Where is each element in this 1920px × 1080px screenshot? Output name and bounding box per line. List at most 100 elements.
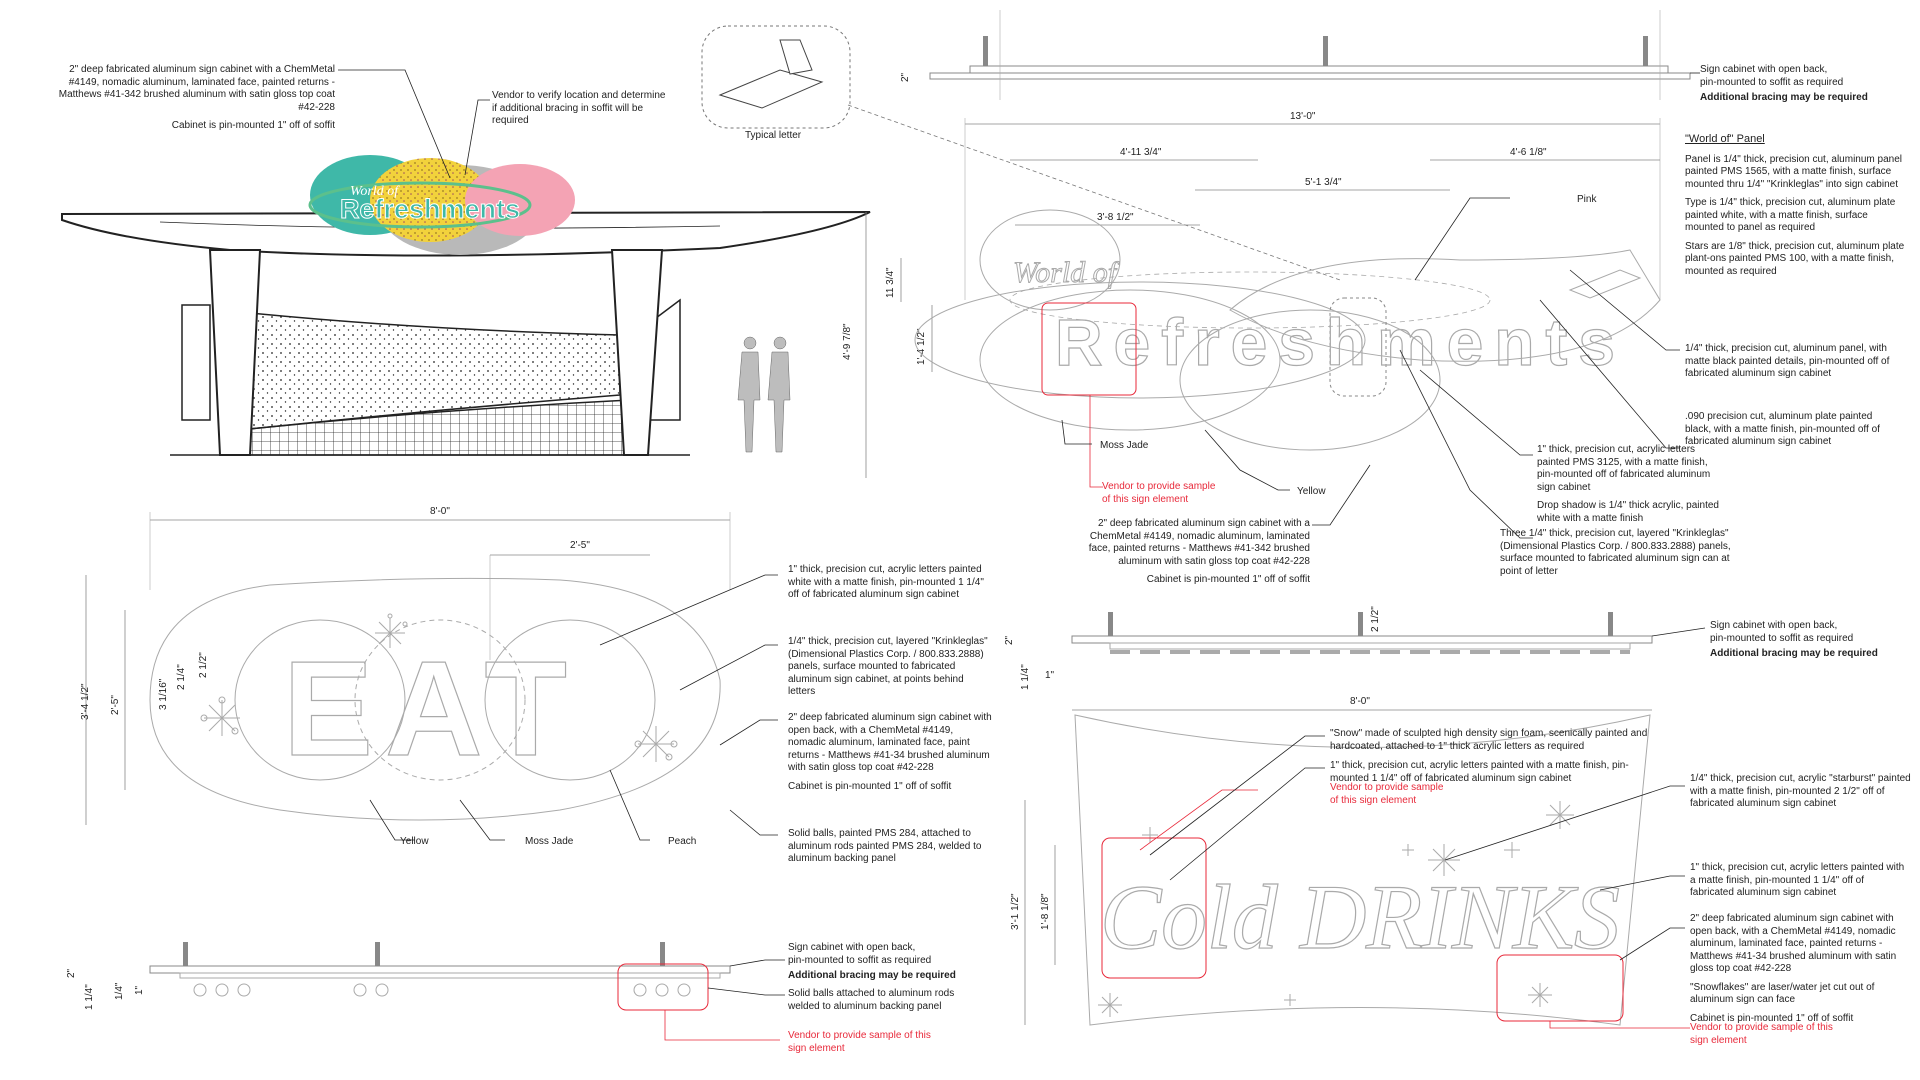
cd-starburst-text: 1/4" thick, precision cut, acrylic "star… bbox=[1690, 773, 1911, 809]
cd-vendor-note-2: Vendor to provide sample of this sign el… bbox=[1690, 1022, 1833, 1046]
eat-dim-c: 2 1/2" bbox=[198, 652, 209, 678]
cd-starburst-note: 1/4" thick, precision cut, acrylic "star… bbox=[1690, 773, 1911, 809]
bottom-view-note: Sign cabinet with open back, pin-mounted… bbox=[1710, 620, 1878, 659]
cd-dim-width: 8'-0" bbox=[1350, 696, 1370, 707]
dim-h2: 1'-4 1/2" bbox=[916, 328, 927, 365]
cd-letters-text: 1" thick, precision cut, acrylic letters… bbox=[1330, 760, 1629, 784]
sign-refreshments: Refreshments bbox=[340, 194, 520, 224]
label-yellow: Yellow bbox=[1297, 486, 1326, 497]
wor-cabinet-note: 2" deep fabricated aluminum sign cabinet… bbox=[1088, 518, 1310, 585]
cd-snow-note: "Snow" made of sculpted high density sig… bbox=[1330, 728, 1647, 752]
elevation-note-text: 2" deep fabricated aluminum sign cabinet… bbox=[58, 64, 335, 113]
eat-balls-l2: welded to aluminum backing panel bbox=[788, 1000, 942, 1012]
cd-snowflake-text: "Snowflakes" are laser/water jet cut out… bbox=[1690, 981, 1875, 1006]
world-of-front-view: 13'-0" 4'-11 3/4" 4'-6 1/8" 5'-1 3/4" 3'… bbox=[842, 111, 1661, 488]
krinkle-note-text: Three 1/4" thick, precision cut, layered… bbox=[1500, 528, 1731, 577]
outline-refreshments: Refreshments bbox=[1055, 305, 1615, 379]
dim-rocket-width: 4'-6 1/8" bbox=[1510, 147, 1547, 158]
panel-note-3: Stars are 1/8" thick, precision cut, alu… bbox=[1685, 240, 1905, 277]
dim-h1: 11 3/4" bbox=[885, 267, 896, 298]
typical-letter-label: Typical letter bbox=[745, 130, 802, 141]
eat-label-yellow: Yellow bbox=[400, 836, 429, 847]
cd-dim-h2: 1'-8 1/8" bbox=[1040, 893, 1051, 930]
bottom-view-note-bold: Additional bracing may be required bbox=[1710, 648, 1878, 659]
eat-dim-width: 8'-0" bbox=[430, 506, 450, 517]
dim-world-of-width: 4'-11 3/4" bbox=[1120, 147, 1162, 158]
wor-cabinet-text: 2" deep fabricated aluminum sign cabinet… bbox=[1088, 518, 1310, 567]
cd-vendor2-l2: sign element bbox=[1690, 1034, 1747, 1046]
eat-vendor-l1: Vendor to provide sample of this bbox=[788, 1030, 931, 1041]
wor-cabinet-pin: Cabinet is pin-mounted 1" off of soffit bbox=[1146, 574, 1310, 585]
world-of-panel-notes: "World of" Panel Panel is 1/4" thick, pr… bbox=[1685, 133, 1905, 277]
eat-side-s2: 1/4" bbox=[114, 982, 125, 1000]
eat-note-cabinet: 2" deep fabricated aluminum sign cabinet… bbox=[788, 712, 992, 792]
label-pink: Pink bbox=[1577, 194, 1597, 205]
eat-side-depth: 2" bbox=[66, 968, 77, 978]
vendor-verify-note: Vendor to verify location and determine … bbox=[492, 90, 665, 126]
eat-dim-h2: 2'-5" bbox=[110, 695, 121, 715]
eat-note-krinkle: 1/4" thick, precision cut, layered "Krin… bbox=[788, 636, 988, 697]
world-of-refreshments-color-sign: World of Refreshments bbox=[308, 155, 575, 255]
wor-letters-text: 1" thick, precision cut, acrylic letters… bbox=[1537, 444, 1711, 493]
world-of-top-view: 2" bbox=[900, 10, 1700, 100]
dim-overall-width: 13'-0" bbox=[1290, 111, 1316, 122]
cd-letters-note-2: 1" thick, precision cut, acrylic letters… bbox=[1690, 862, 1904, 898]
eat-dim-height: 3'-4 1/2" bbox=[80, 683, 91, 720]
cd-vendor-note: Vendor to provide sample of this sign el… bbox=[1330, 782, 1443, 806]
eat-note-balls: Solid balls, painted PMS 284, attached t… bbox=[788, 828, 981, 864]
wor-shadow-text: Drop shadow is 1/4" thick acrylic, paint… bbox=[1537, 500, 1719, 524]
wor-vendor-l1: Vendor to provide sample bbox=[1102, 481, 1216, 492]
cold-drinks-outline: Cold DRINKS bbox=[1100, 866, 1620, 968]
elevation-view: World of Refreshments bbox=[61, 69, 871, 456]
eat-note-4: Cabinet is pin-mounted 1" off of soffit bbox=[788, 780, 952, 792]
panel-title: "World of" Panel bbox=[1685, 133, 1765, 145]
elevation-note: 2" deep fabricated aluminum sign cabinet… bbox=[58, 64, 335, 131]
eat-side-note: Sign cabinet with open back, pin-mounted… bbox=[788, 942, 956, 981]
cd-dim-height: 3'-1 1/2" bbox=[1010, 893, 1021, 930]
black-panel-note-text: .090 precision cut, aluminum plate paint… bbox=[1685, 411, 1880, 447]
wor-vendor-l2: of this sign element bbox=[1102, 493, 1189, 505]
bottom-view-d1: 2 1/2" bbox=[1370, 606, 1381, 632]
eat-side-s3: 1" bbox=[134, 985, 145, 995]
cd-vendor-l2: of this sign element bbox=[1330, 794, 1417, 806]
dim-left-width: 3'-8 1/2" bbox=[1097, 212, 1134, 223]
eat-dim-b: 2 1/4" bbox=[176, 664, 187, 690]
bottom-view-depth: 2" bbox=[1004, 635, 1015, 645]
cd-letters-note: 1" thick, precision cut, acrylic letters… bbox=[1330, 760, 1629, 784]
dim-overall-height: 4'-9 7/8" bbox=[842, 323, 853, 360]
eat-vendor-l2: sign element bbox=[788, 1042, 845, 1054]
eat-side-view: 2" 1 1/4" 1/4" 1" bbox=[66, 942, 785, 1041]
eat-side-note-l2: pin-mounted to soffit as required bbox=[788, 954, 932, 966]
krinkle-note: Three 1/4" thick, precision cut, layered… bbox=[1500, 528, 1731, 577]
dim-center-width: 5'-1 3/4" bbox=[1305, 177, 1342, 188]
scale-figures bbox=[737, 336, 791, 453]
cd-vendor2-l1: Vendor to provide sample of this bbox=[1690, 1022, 1833, 1033]
eat-letters-outline: EAT bbox=[283, 633, 579, 784]
top-view-depth: 2" bbox=[900, 72, 911, 82]
typical-letter-detail: Typical letter bbox=[701, 25, 1341, 281]
panel-note-1: Panel is 1/4" thick, precision cut, alum… bbox=[1685, 153, 1902, 190]
top-view-note: Sign cabinet with open back, pin-mounted… bbox=[1700, 64, 1868, 103]
cd-cabinet-text: 2" deep fabricated aluminum sign cabinet… bbox=[1690, 913, 1897, 974]
bottom-view-d3: 1" bbox=[1045, 670, 1055, 681]
panel-note-2: Type is 1/4" thick, precision cut, alumi… bbox=[1685, 197, 1896, 233]
outline-world-of: World of bbox=[1013, 256, 1120, 289]
eat-note-letters: 1" thick, precision cut, acrylic letters… bbox=[788, 564, 984, 600]
eat-side-note-bold: Additional bracing may be required bbox=[788, 970, 956, 981]
eat-front-view: 8'-0" 2'-5" 3'-4 1/2" 2'-5" 3 1/16" 2 1/… bbox=[80, 506, 731, 825]
eat-label-moss-jade: Moss Jade bbox=[525, 836, 574, 847]
rocket-note: 1/4" thick, precision cut, aluminum pane… bbox=[1685, 343, 1889, 379]
top-view-note-l2: pin-mounted to soffit as required bbox=[1700, 76, 1844, 88]
eat-balls-note: Solid balls attached to aluminum rods we… bbox=[788, 988, 954, 1012]
bottom-view-d2: 1 1/4" bbox=[1020, 664, 1031, 690]
wor-letters-note: 1" thick, precision cut, acrylic letters… bbox=[1537, 444, 1719, 524]
wor-vendor-note: Vendor to provide sample of this sign el… bbox=[1102, 481, 1216, 505]
top-view-note-bold: Additional bracing may be required bbox=[1700, 92, 1868, 103]
label-moss-jade: Moss Jade bbox=[1100, 440, 1149, 451]
eat-note-1: 1" thick, precision cut, acrylic letters… bbox=[788, 564, 984, 600]
cd-cabinet-note: 2" deep fabricated aluminum sign cabinet… bbox=[1690, 913, 1897, 1023]
world-of-bottom-view: 2" 2 1/2" 1 1/4" 1" bbox=[1004, 606, 1706, 690]
top-view-note-l1: Sign cabinet with open back, bbox=[1700, 64, 1828, 75]
eat-side-note-l1: Sign cabinet with open back, bbox=[788, 942, 916, 953]
